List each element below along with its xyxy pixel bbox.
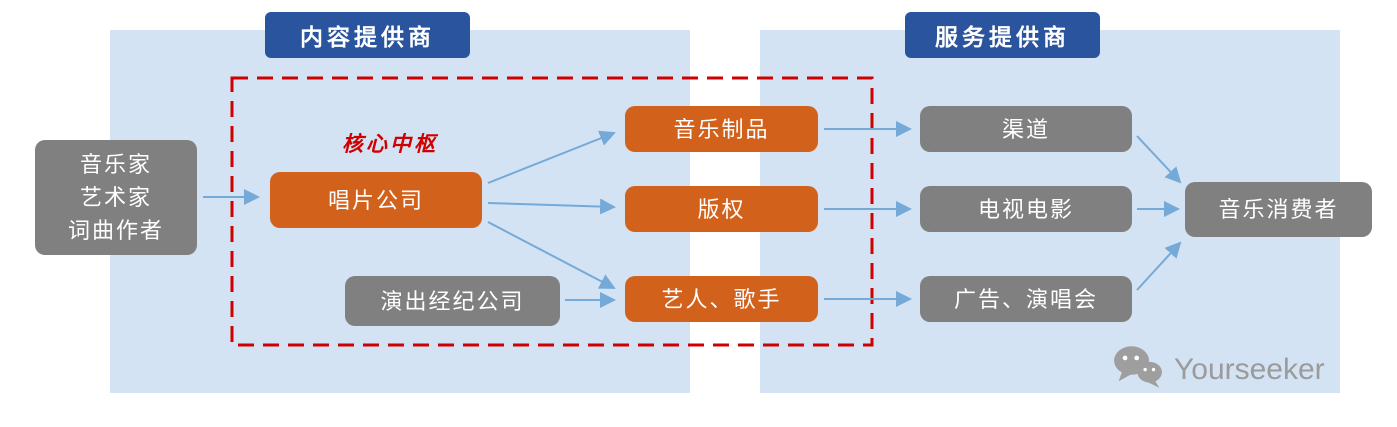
node-music-products: 音乐制品 [625, 106, 818, 152]
watermark-brand: Yourseeker [1174, 352, 1325, 386]
service-provider-header: 服务提供商 [905, 12, 1100, 58]
node-ads-concerts: 广告、演唱会 [920, 276, 1132, 322]
creators-line-3: 词曲作者 [67, 218, 164, 243]
node-music-consumers: 音乐消费者 [1185, 182, 1372, 237]
node-record-company: 唱片公司 [270, 172, 482, 228]
node-artists-singers: 艺人、歌手 [625, 276, 818, 322]
creators-line-1: 音乐家 [79, 152, 152, 177]
node-channels: 渠道 [920, 106, 1132, 152]
node-creators: 音乐家 艺术家 词曲作者 [35, 140, 197, 255]
node-performance-agency: 演出经纪公司 [345, 276, 560, 326]
watermark: Yourseeker [1112, 345, 1325, 394]
node-copyright: 版权 [625, 186, 818, 232]
content-provider-header: 内容提供商 [265, 12, 470, 58]
wechat-icon [1112, 345, 1164, 394]
core-hub-label: 核心中枢 [342, 133, 438, 156]
creators-line-2: 艺术家 [79, 185, 152, 210]
node-tv-movies: 电视电影 [920, 186, 1132, 232]
